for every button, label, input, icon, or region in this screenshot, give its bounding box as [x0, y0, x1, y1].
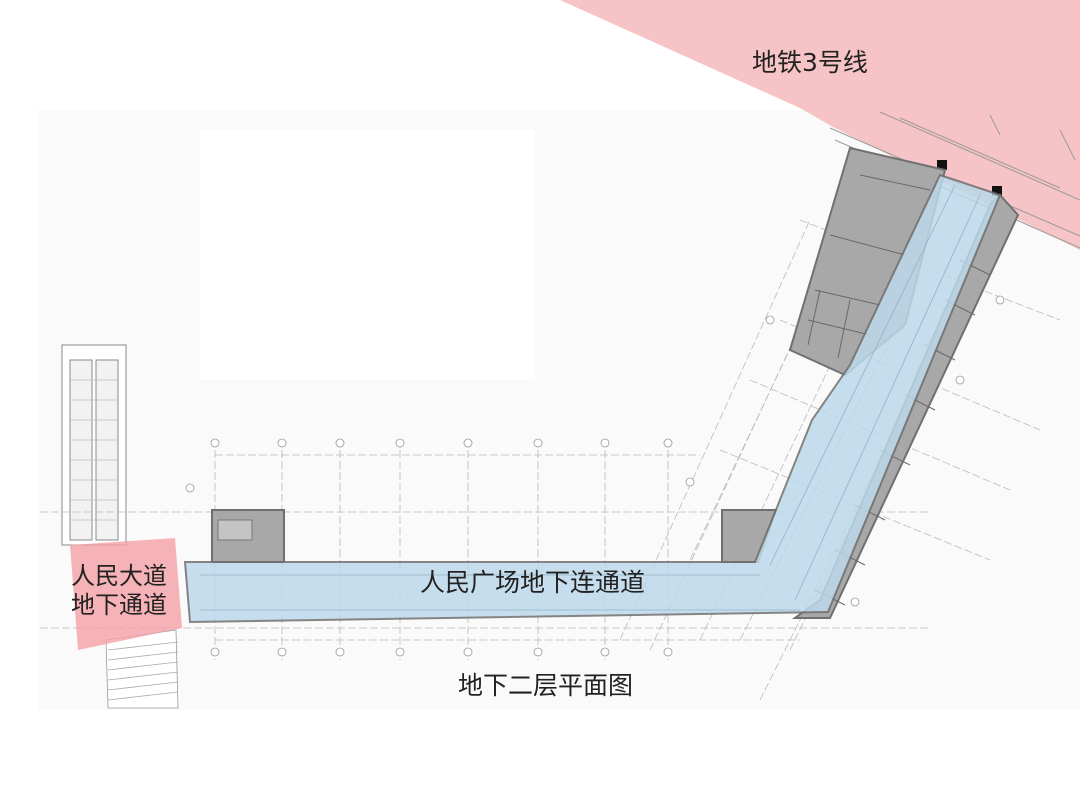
- room-small-left-inner: [217, 519, 253, 541]
- renmin-label-line-2: 地下通道: [71, 590, 167, 619]
- metro-line-band: [560, 0, 1080, 250]
- passage-detail-lines: [200, 184, 981, 611]
- escalator-stair: [61, 344, 127, 546]
- renmin-underpass-label: 人民大道 地下通道: [63, 562, 175, 620]
- metro-entrance-block: [937, 160, 947, 170]
- blank-area: [200, 130, 535, 380]
- metro-line-label: 地铁3号线: [752, 48, 868, 77]
- lower-stair: [105, 629, 179, 709]
- connector-passage-label: 人民广场地下连通道: [420, 568, 646, 597]
- escalator-steps: [70, 379, 118, 521]
- grid-markers: [185, 295, 1005, 657]
- metro-entrance-block: [992, 186, 1002, 196]
- renmin-underpass-highlight: [70, 538, 182, 650]
- renmin-label-line-1: 人民大道: [71, 562, 167, 590]
- plan-caption: 地下二层平面图: [458, 671, 634, 700]
